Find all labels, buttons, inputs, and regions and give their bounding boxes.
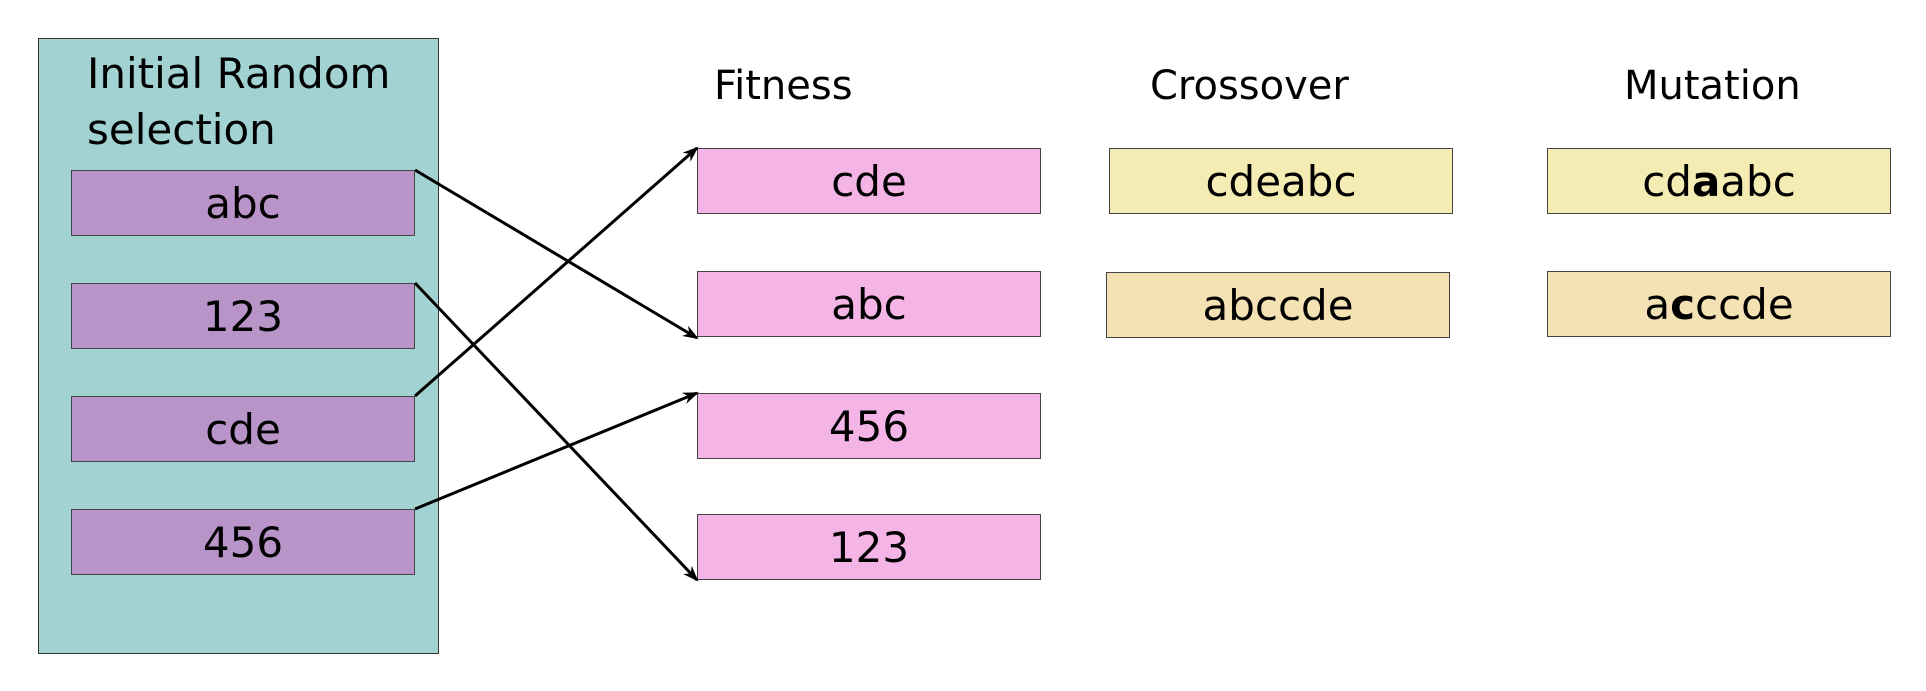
- mutation-item-1-mutated-char: a: [1691, 156, 1721, 206]
- arrow-cde-to-fitness: [414, 146, 699, 398]
- initial-title-line2: selection: [87, 105, 276, 154]
- mutation-item-2-pre: a: [1644, 279, 1671, 329]
- initial-selection-title: Initial Random selection: [87, 46, 390, 158]
- fitness-item-abc: abc: [697, 271, 1041, 337]
- initial-item-123: 123: [71, 283, 415, 349]
- fitness-heading: Fitness: [714, 63, 853, 109]
- mutation-item-2-post: ccde: [1694, 279, 1794, 329]
- fitness-item-cde: cde: [697, 148, 1041, 214]
- arrow-abc-to-fitness: [414, 168, 699, 340]
- mutation-item-2-mutated-char: c: [1670, 279, 1695, 329]
- mutation-item-1-post: abc: [1720, 156, 1796, 206]
- crossover-item-1: cdeabc: [1109, 148, 1453, 214]
- fitness-item-123: 123: [697, 514, 1041, 580]
- arrow-123-to-fitness: [413, 281, 699, 582]
- initial-title-line1: Initial Random: [87, 49, 391, 98]
- mutation-heading: Mutation: [1624, 63, 1801, 109]
- fitness-item-456: 456: [697, 393, 1041, 459]
- initial-item-cde: cde: [71, 396, 415, 462]
- initial-item-456: 456: [71, 509, 415, 575]
- mutation-item-1-pre: cd: [1642, 156, 1692, 206]
- arrow-456-to-fitness: [414, 391, 699, 511]
- initial-item-abc: abc: [71, 170, 415, 236]
- crossover-heading: Crossover: [1150, 63, 1349, 109]
- crossover-item-2: abccde: [1106, 272, 1450, 338]
